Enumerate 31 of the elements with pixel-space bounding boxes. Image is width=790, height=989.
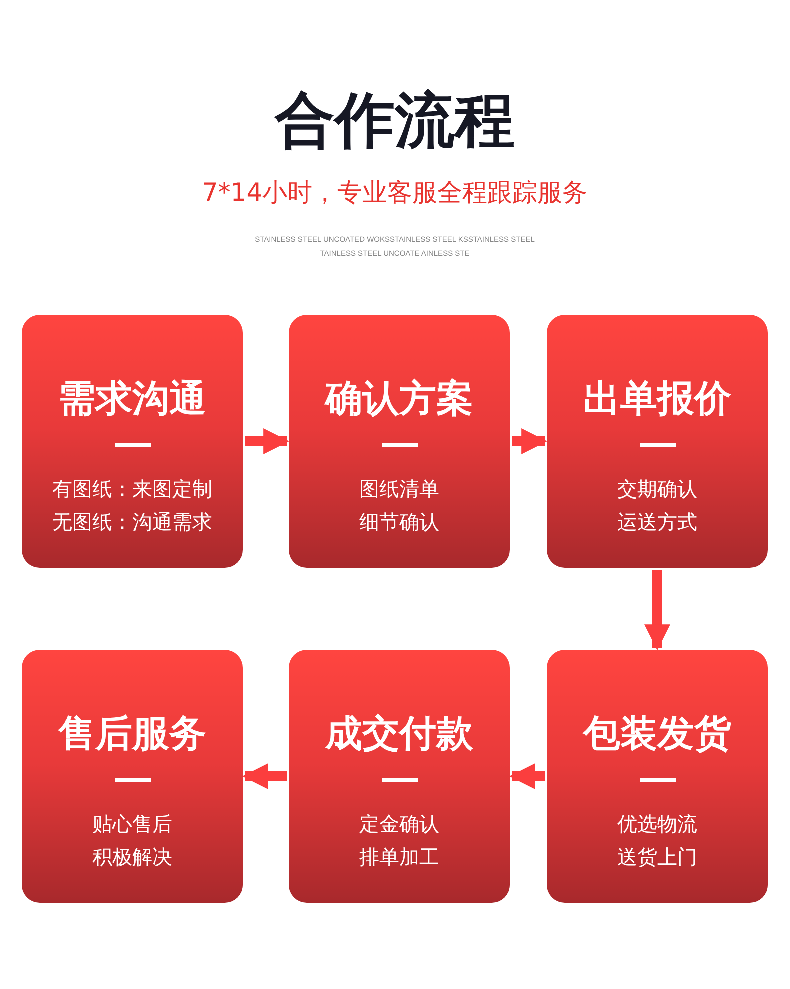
- step-detail: 细节确认: [360, 509, 440, 536]
- step-detail: 图纸清单: [360, 476, 440, 504]
- step-heading: 售后服务: [58, 712, 206, 756]
- process-card: [289, 650, 510, 903]
- step-heading: 确认方案: [326, 377, 474, 422]
- step-heading: 成交付款: [326, 712, 474, 756]
- process-card: [22, 650, 243, 903]
- step-detail: 排单加工: [360, 844, 440, 872]
- arrow: [242, 764, 287, 790]
- step-detail: 有图纸：来图定制: [52, 476, 212, 504]
- process-card: [22, 315, 243, 568]
- process-card: [289, 315, 510, 568]
- step-detail: 优选物流: [618, 811, 698, 838]
- step-heading: 出单报价: [584, 377, 732, 422]
- step-detail: 无图纸：沟通需求: [52, 509, 212, 536]
- arrow: [644, 570, 670, 651]
- process-card: [547, 650, 768, 903]
- step-detail: 运送方式: [618, 509, 698, 536]
- step-detail: 交期确认: [618, 476, 698, 504]
- arrow: [245, 428, 290, 454]
- step-heading: 需求沟通: [58, 377, 206, 422]
- step-detail: 定金确认: [360, 811, 440, 838]
- step-detail: 贴心售后: [92, 811, 172, 838]
- subtitle: 7*14小时，专业客服全程跟踪服务: [202, 177, 588, 209]
- step-detail: 送货上门: [618, 844, 698, 872]
- step-heading: 包装发货: [584, 712, 732, 756]
- arrow: [512, 428, 548, 454]
- process-card: [547, 315, 768, 568]
- title: 合作流程: [275, 88, 515, 154]
- arrow: [509, 764, 545, 790]
- step-detail: 积极解决: [92, 844, 172, 872]
